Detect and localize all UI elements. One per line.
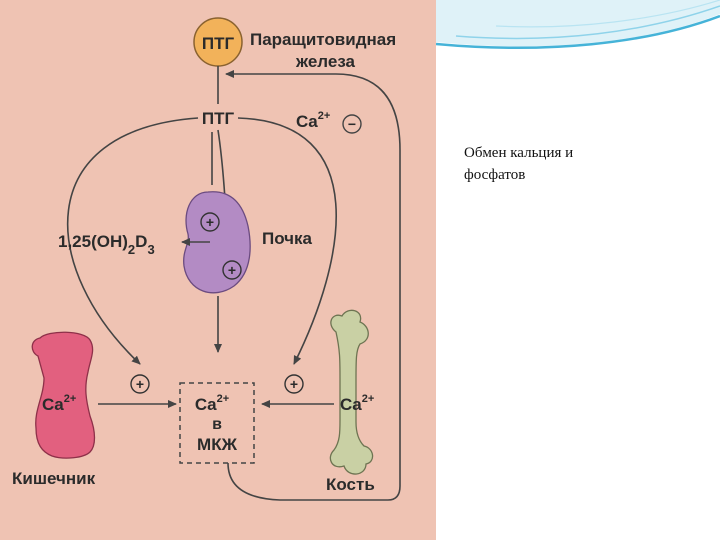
kidney-plus-1: +	[206, 214, 214, 230]
pth-label: ПТГ	[202, 109, 235, 128]
gland-name-line2: железа	[295, 52, 356, 71]
intestine-shape	[31, 331, 96, 459]
pth-to-intestine-arc	[66, 117, 199, 365]
calcium-metabolism-diagram: ПТГ Паращитовидная железа ПТГ Ca2+ − + +…	[12, 17, 401, 501]
caption-line1: Обмен кальция и	[464, 145, 574, 161]
intestine-plus-circle	[130, 374, 150, 394]
gland-abbr: ПТГ	[202, 34, 235, 53]
kidney-plus-circle-2	[222, 260, 242, 280]
bone-plus: +	[290, 376, 298, 392]
inhibition-sign-circle	[342, 114, 362, 134]
bone-label: Кость	[326, 475, 375, 494]
ecf-line3: МКЖ	[197, 435, 238, 454]
decorative-wave	[436, 0, 720, 49]
inhibition-sign: −	[348, 116, 356, 132]
ecf-box	[179, 382, 255, 464]
kidney-label: Почка	[262, 229, 313, 248]
caption-line2: фосфатов	[464, 167, 526, 183]
ecf-ca-label: Ca2+	[195, 393, 229, 414]
bone-plus-circle	[284, 374, 304, 394]
feedback-ca-label: Ca2+	[296, 110, 330, 131]
ecf-line2: в	[212, 416, 222, 433]
bone-shape	[329, 309, 374, 475]
diagram-figure: ПТГ Паращитовидная железа ПТГ Ca2+ − + +…	[0, 0, 436, 540]
bone-ca-label: Ca2+	[340, 393, 374, 414]
kidney-plus-2: +	[228, 262, 236, 278]
feedback-loop-arrow	[225, 70, 401, 501]
pth-to-bone-arc	[237, 117, 337, 365]
slide-caption: Обмен кальция и фосфатов	[464, 142, 664, 186]
intestine-plus: +	[136, 376, 144, 392]
gland-name-line1: Паращитовидная	[250, 30, 396, 49]
kidney-shape	[183, 191, 251, 294]
kidney-plus-circle-1	[200, 212, 220, 232]
intestine-label: Кишечник	[12, 469, 96, 488]
intestine-ca-label: Ca2+	[42, 393, 76, 414]
vitamin-d-label: 1,25(OH)2D3	[58, 232, 155, 257]
